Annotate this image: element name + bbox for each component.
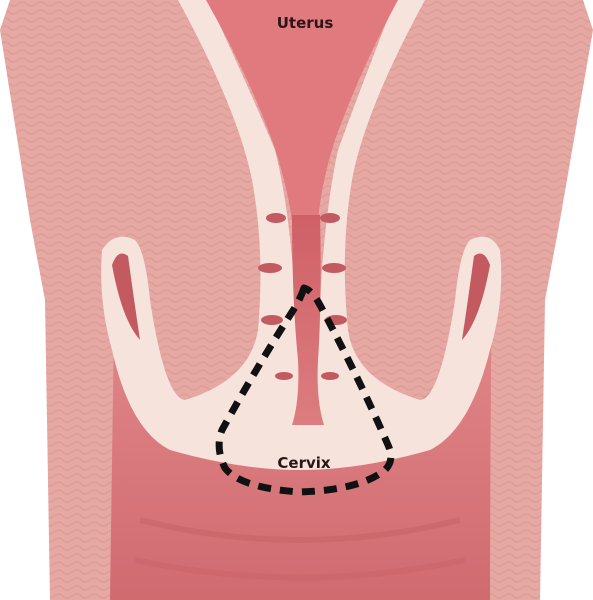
cervix-label: Cervix: [277, 454, 330, 472]
uterus-label: Uterus: [277, 14, 334, 32]
